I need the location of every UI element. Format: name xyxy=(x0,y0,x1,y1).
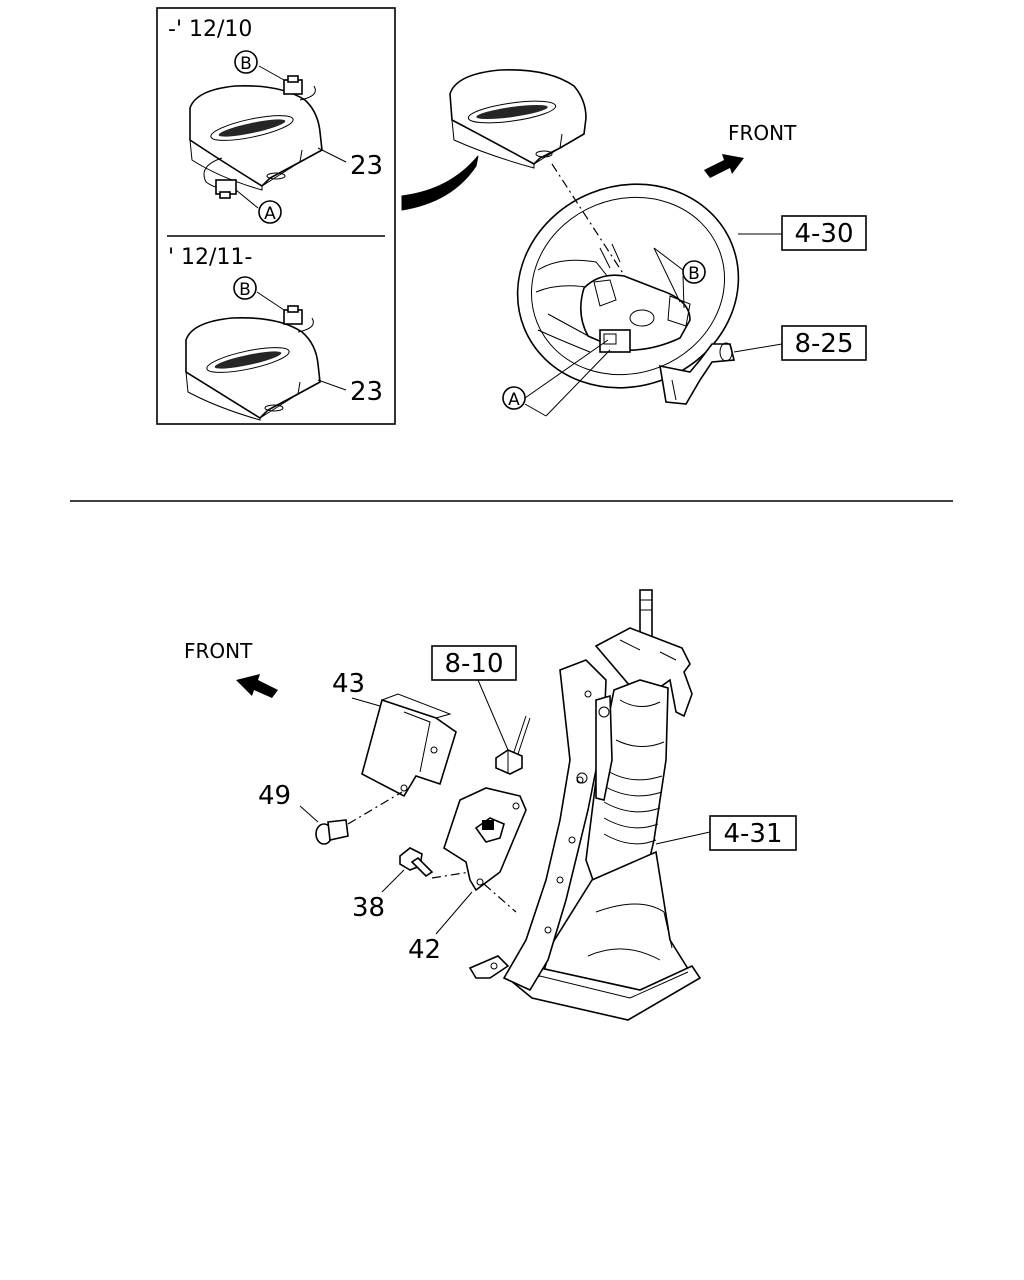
ref-4-31-label: 4-31 xyxy=(723,819,782,849)
part-38-label: 38 xyxy=(352,893,385,923)
control-module-42 xyxy=(443,787,527,892)
airbag-module-variant-1 xyxy=(189,65,347,209)
dash-38-42 xyxy=(431,871,471,879)
part-49-label: 49 xyxy=(258,781,291,811)
part-23-label-1: 23 xyxy=(350,151,383,181)
airbag-module-variant-2 xyxy=(185,291,347,421)
leader-49 xyxy=(299,805,319,823)
leader-b-3 xyxy=(682,275,685,309)
leader-b-1 xyxy=(653,247,684,271)
dash-42-column xyxy=(483,883,517,913)
leader-8-25 xyxy=(733,343,783,353)
part-43-label: 43 xyxy=(332,669,365,699)
airbag-module-exploded xyxy=(449,69,587,169)
front-label-upper: FRONT xyxy=(728,121,797,145)
inset-variant-2-label: ' 12/11- xyxy=(168,245,252,270)
ref-8-25-box[interactable] xyxy=(781,325,867,361)
wheel-connector-a-label: A xyxy=(508,390,520,410)
dash-49-43 xyxy=(347,791,403,825)
steering-column-assembly xyxy=(468,589,702,1021)
ref-4-30-label: 4-30 xyxy=(794,219,853,249)
leader-38 xyxy=(381,869,405,893)
leader-43 xyxy=(351,697,381,707)
bolt-49 xyxy=(315,819,349,845)
sensor-part xyxy=(495,715,531,775)
leader-a-3 xyxy=(545,349,611,417)
leader-a-1 xyxy=(524,339,609,399)
leader-42 xyxy=(435,891,473,935)
connector-b-label-1: B xyxy=(240,54,252,74)
front-label-lower: FRONT xyxy=(184,639,253,663)
ref-8-25-label: 8-25 xyxy=(794,329,853,359)
ref-4-31-box[interactable] xyxy=(709,815,797,851)
installation-arrow xyxy=(401,155,479,211)
bracket-43 xyxy=(361,693,457,798)
part-42-label: 42 xyxy=(408,935,441,965)
bolt-38 xyxy=(399,847,434,878)
part-23-label-2: 23 xyxy=(350,377,383,407)
leader-b-2 xyxy=(653,247,681,303)
ref-4-30-box[interactable] xyxy=(781,215,867,251)
airbag-inset-box: -' 12/10 ' 12/11- B A 23 xyxy=(156,7,396,425)
leader-8-10 xyxy=(477,679,509,751)
front-arrow-upper-icon xyxy=(704,154,744,178)
inset-variant-1-label: -' 12/10 xyxy=(168,17,252,42)
front-arrow-lower-icon xyxy=(236,674,278,698)
leader-4-31 xyxy=(655,831,711,845)
leader-a-2 xyxy=(524,403,547,417)
connector-b-callout-1 xyxy=(234,50,258,74)
ref-8-10-label: 8-10 xyxy=(444,649,503,679)
connector-b-label-2: B xyxy=(239,280,251,300)
connector-b-callout-2 xyxy=(233,276,257,300)
connector-a-callout xyxy=(258,200,282,224)
wheel-connector-b-label: B xyxy=(688,264,700,284)
ref-8-10-box[interactable] xyxy=(431,645,517,681)
wheel-connector-b-callout xyxy=(682,260,706,284)
steering-wheel xyxy=(516,183,740,405)
connector-a-label: A xyxy=(264,204,276,224)
